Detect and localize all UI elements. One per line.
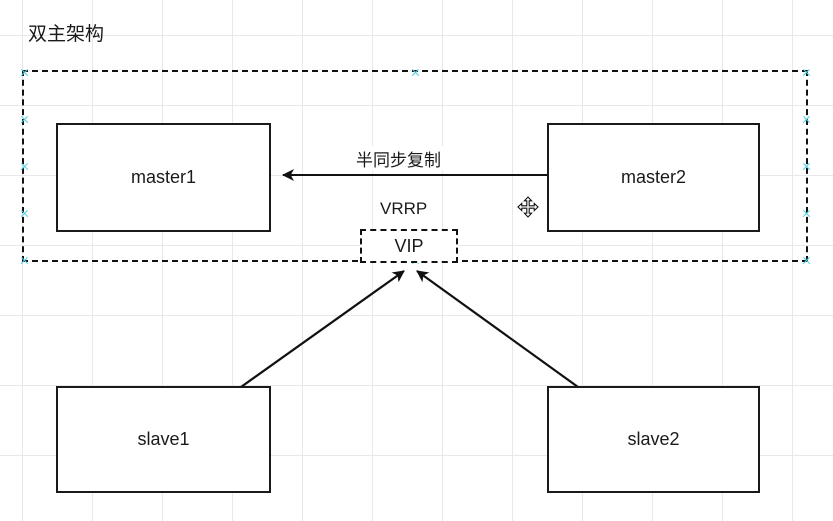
resize-handle-n[interactable] [411,68,420,77]
edge-label-semisync: 半同步复制 [353,146,444,171]
resize-handle-sw[interactable] [20,256,29,265]
node-slave2[interactable]: slave2 [547,386,760,493]
resize-handle-e1[interactable] [802,115,811,124]
resize-handle-e[interactable] [802,162,811,171]
resize-handle-w[interactable] [20,162,29,171]
node-master1[interactable]: master1 [56,123,271,232]
node-master2[interactable]: master2 [547,123,760,232]
edge-label-vrrp: VRRP [377,199,431,219]
node-master2-label: master2 [620,167,687,187]
node-slave1-label: slave1 [137,429,190,449]
node-slave2-label: slave2 [627,429,680,449]
node-slave1[interactable]: slave1 [56,386,271,493]
move-cursor-icon [517,196,539,218]
resize-handle-nw[interactable] [20,68,29,77]
resize-handle-w2[interactable] [20,209,29,218]
node-master1-label: master1 [130,167,197,187]
node-vip[interactable]: VIP [360,229,458,263]
resize-handle-se[interactable] [802,256,811,265]
edge-slave1-to-vip-line [240,270,405,388]
node-vip-label: VIP [394,235,424,256]
resize-handle-w1[interactable] [20,115,29,124]
resize-handle-e2[interactable] [802,209,811,218]
resize-handle-ne[interactable] [802,68,811,77]
edge-slave2-to-vip-line [416,270,579,388]
page-title: 双主架构 [28,24,105,45]
